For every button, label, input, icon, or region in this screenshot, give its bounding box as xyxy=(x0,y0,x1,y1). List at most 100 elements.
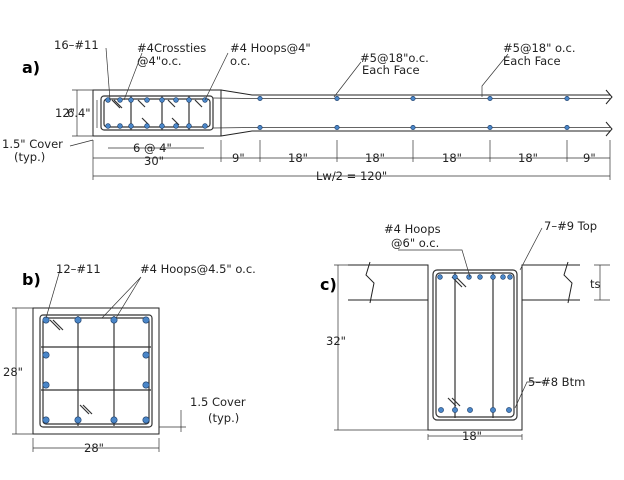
slab-break-lines xyxy=(365,261,573,304)
dim-beam-depth xyxy=(334,264,428,431)
dim-thickness xyxy=(72,89,93,137)
label-column-width: 28" xyxy=(84,441,104,455)
label-total: Lw/2 = 120" xyxy=(316,169,387,183)
label-cover-line2: (typ.) xyxy=(14,150,45,164)
column-outline xyxy=(32,307,160,435)
label-dist-2-line1: #5@18" o.c. xyxy=(503,41,576,55)
rebar-dot xyxy=(487,96,493,102)
rebar-dot xyxy=(477,274,483,280)
beam-bottom-bars xyxy=(438,407,512,413)
rebar-dot xyxy=(117,97,123,103)
beam-hooks xyxy=(447,276,467,407)
dim-slab-thickness xyxy=(594,264,610,301)
label-seg-1: 9" xyxy=(232,151,245,165)
rebar-dot xyxy=(74,416,82,424)
leader-dist-2 xyxy=(481,53,509,97)
leader-long-bars xyxy=(105,47,111,101)
rebar-dot xyxy=(410,96,416,102)
leader-column-cover xyxy=(159,410,186,432)
label-spacing: 6 @ 4" xyxy=(133,141,172,155)
rebar-dot xyxy=(42,416,50,424)
rebar-dot xyxy=(437,274,443,280)
dim-column-height xyxy=(12,307,33,435)
label-hoops-line1: #4 Hoops@4" xyxy=(230,41,311,55)
rebar-dot xyxy=(105,97,111,103)
rebar-dot xyxy=(142,351,150,359)
rebar-dot xyxy=(42,351,50,359)
label-be-length: 30" xyxy=(144,154,164,168)
rebar-dot xyxy=(117,123,123,129)
rebar-dot xyxy=(507,274,513,280)
rebar-dot xyxy=(500,274,506,280)
rebar-dot xyxy=(564,96,570,102)
rebar-dot xyxy=(159,97,165,103)
leader-beam-hoops xyxy=(398,249,471,278)
leader-cover xyxy=(69,139,94,147)
panel-c-label: c) xyxy=(320,275,337,294)
rebar-dot xyxy=(144,123,150,129)
rebar-dot xyxy=(257,96,263,102)
column-hoop-inner xyxy=(42,317,150,425)
label-beam-width: 18" xyxy=(462,429,482,443)
label-hoops-line2: o.c. xyxy=(230,54,250,68)
rebar-dot xyxy=(42,381,50,389)
rebar-dot xyxy=(452,407,458,413)
rebar-dot xyxy=(74,316,82,324)
leader-dist-1 xyxy=(333,61,362,98)
label-column-bars: 12–#11 xyxy=(56,262,101,276)
rebar-dot xyxy=(490,407,496,413)
boundary-element-outline xyxy=(92,89,222,137)
rebar-dot xyxy=(202,123,208,129)
label-column-cover-line2: (typ.) xyxy=(208,411,239,425)
beam-section-c xyxy=(348,261,580,431)
label-seg-2: 18" xyxy=(288,151,308,165)
web-top-face xyxy=(220,89,610,96)
leader-beam-top xyxy=(519,227,543,271)
rebar-dot xyxy=(438,407,444,413)
label-beam-btm: 5–#8 Btm xyxy=(528,375,585,389)
rebar-dot xyxy=(142,316,150,324)
label-crossties-line1: #4Crossties xyxy=(137,41,206,55)
break-line xyxy=(605,89,613,137)
leader-hoops xyxy=(204,52,229,101)
rebar-dot xyxy=(105,123,111,129)
wall-section-a xyxy=(92,89,613,137)
rebar-dot xyxy=(490,274,496,280)
label-beam-top: 7–#9 Top xyxy=(544,219,597,233)
rebar-dot xyxy=(466,274,472,280)
column-hoop xyxy=(39,314,153,428)
rebar-dot xyxy=(110,316,118,324)
label-beam-depth: 32" xyxy=(326,334,346,348)
boundary-hoop xyxy=(100,95,214,131)
rebar-dot xyxy=(410,125,416,131)
label-seg-6: 9" xyxy=(583,151,596,165)
rebar-dot xyxy=(334,125,340,131)
rebar-dot xyxy=(142,381,150,389)
rebar-dot xyxy=(452,274,458,280)
label-beam-hoops-line1: #4 Hoops xyxy=(384,222,441,236)
label-thickness: 12" xyxy=(55,106,75,120)
rebar-dot xyxy=(128,123,134,129)
rebar-dot xyxy=(467,407,473,413)
panel-b-label: b) xyxy=(22,270,41,289)
boundary-hoop-inner xyxy=(103,98,211,128)
dim-beam-width xyxy=(427,434,523,440)
column-longitudinal-bars xyxy=(42,316,150,424)
label-cover-line1: 1.5" Cover xyxy=(2,137,63,151)
label-column-height: 28" xyxy=(3,365,23,379)
rebar-dot xyxy=(173,123,179,129)
beam-outline-top-and-web xyxy=(348,264,580,431)
leader-crossties xyxy=(123,52,143,101)
rebar-dot xyxy=(159,123,165,129)
label-column-hoops: #4 Hoops@4.5" o.c. xyxy=(140,262,256,276)
beam-top-bars xyxy=(437,274,513,280)
label-long-bars: 16–#11 xyxy=(54,38,99,52)
hoop-hooks xyxy=(111,99,203,126)
label-crossties-line2: @4"o.c. xyxy=(137,54,182,68)
rebar-dot xyxy=(487,125,493,131)
web-bottom-face xyxy=(220,130,610,137)
rebar-dot xyxy=(257,125,263,131)
label-dist-2-line2: Each Face xyxy=(503,54,561,68)
rebar-dot xyxy=(173,97,179,103)
